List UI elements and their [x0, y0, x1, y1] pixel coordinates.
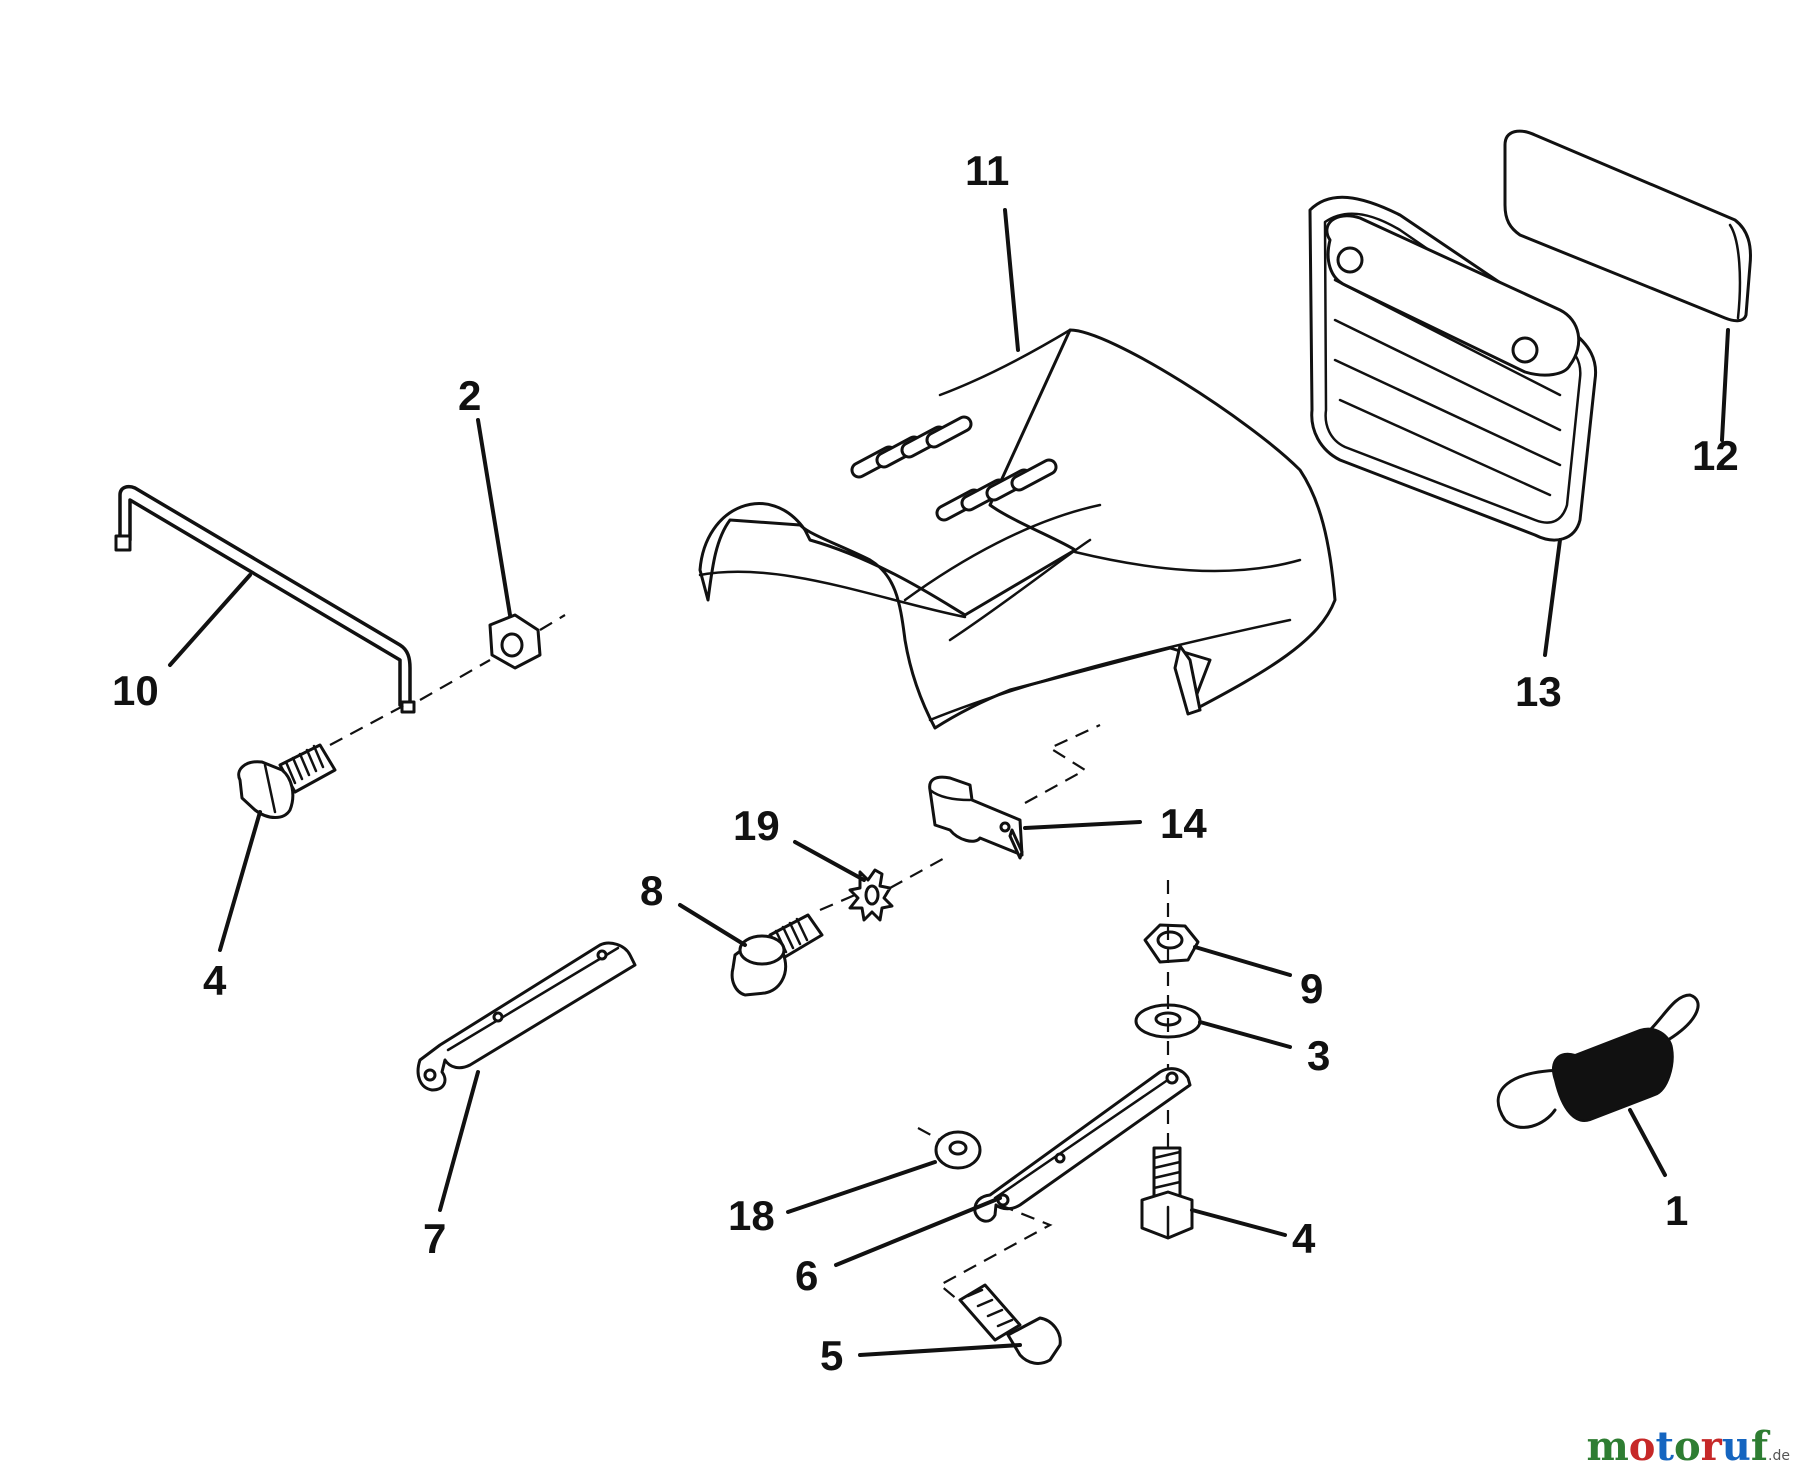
emblem-strip	[1503, 129, 1752, 323]
assembly-line-washer-small	[917, 1127, 941, 1141]
watermark-letter: u	[1721, 1423, 1751, 1470]
leader-5	[858, 1343, 1022, 1357]
callout-14: 14	[1160, 800, 1207, 847]
watermark-logo: motoruf.de	[1586, 1423, 1790, 1470]
bracket	[928, 775, 1024, 860]
tension-spring	[1496, 993, 1700, 1129]
callout-6: 6	[795, 1252, 818, 1299]
leader-lines	[168, 208, 1730, 1357]
assembly-line-bracket	[1024, 724, 1101, 804]
small-washer	[934, 1130, 982, 1170]
callout-2: 2	[458, 372, 481, 419]
watermark-letter: f	[1750, 1423, 1769, 1470]
callout-4-upper: 4	[203, 957, 227, 1004]
grille	[1308, 195, 1598, 542]
leader-10	[168, 573, 252, 667]
leader-13	[1543, 538, 1562, 657]
watermark-suffix: .de	[1768, 1448, 1790, 1464]
hood-cover	[698, 328, 1337, 730]
hood-tab	[1173, 644, 1202, 716]
star-washer	[848, 868, 894, 922]
vent-slots	[850, 415, 1058, 522]
callout-18: 18	[728, 1192, 775, 1239]
callout-8: 8	[640, 867, 663, 914]
hex-screw	[730, 913, 824, 997]
callout-12: 12	[1692, 432, 1739, 479]
assembly-line-rod	[419, 659, 491, 701]
hood-rod	[114, 484, 416, 714]
watermark-text: motoruf	[1586, 1423, 1768, 1470]
callout-4-lower: 4	[1292, 1215, 1316, 1262]
callout-7: 7	[423, 1215, 446, 1262]
leader-1	[1628, 1108, 1667, 1177]
callout-9: 9	[1300, 965, 1323, 1012]
callout-3: 3	[1307, 1032, 1330, 1079]
watermark-letter: r	[1700, 1423, 1722, 1470]
callout-11: 11	[965, 147, 1009, 194]
assembly-line-washer	[819, 893, 856, 912]
assembly-line-bolt-lower	[938, 1203, 1053, 1301]
callout-1: 1	[1665, 1187, 1688, 1234]
leader-11	[1003, 208, 1020, 352]
leader-19	[793, 840, 866, 882]
leader-18	[786, 1160, 937, 1214]
watermark-letter: t	[1655, 1423, 1674, 1470]
hex-bolt-upper	[237, 743, 337, 819]
assembly-line-bolt	[329, 704, 406, 746]
callout-5: 5	[820, 1332, 843, 1379]
link-bar-right	[973, 1067, 1192, 1223]
watermark-letter: m	[1586, 1423, 1629, 1470]
watermark-letter: o	[1673, 1423, 1701, 1470]
hex-bolt-lower	[1140, 1146, 1194, 1240]
leader-8	[678, 903, 747, 947]
callout-10: 10	[112, 667, 159, 714]
hex-nut-upper	[488, 613, 542, 670]
link-bar-left	[416, 941, 637, 1092]
assembly-line-nut	[539, 614, 566, 631]
leader-12	[1720, 328, 1730, 442]
assembly-line-screw	[889, 854, 951, 889]
callout-19: 19	[733, 802, 780, 849]
leader-4-upper	[218, 810, 262, 952]
hex-nut-lower	[1143, 923, 1200, 964]
leader-3	[1198, 1020, 1292, 1049]
leader-6	[834, 1196, 1002, 1267]
hex-bolt-bottom	[958, 1283, 1062, 1365]
watermark-letter: o	[1628, 1423, 1656, 1470]
leader-14	[1023, 820, 1142, 830]
callouts: 11 2 12 13 10 4 14 19 8 9 3 1 7 18 6 4 5	[112, 147, 1739, 1379]
callout-13: 13	[1515, 668, 1562, 715]
leader-2	[476, 418, 512, 617]
leader-7	[438, 1070, 480, 1212]
leader-4-lower	[1190, 1208, 1287, 1237]
leader-9	[1193, 945, 1292, 977]
